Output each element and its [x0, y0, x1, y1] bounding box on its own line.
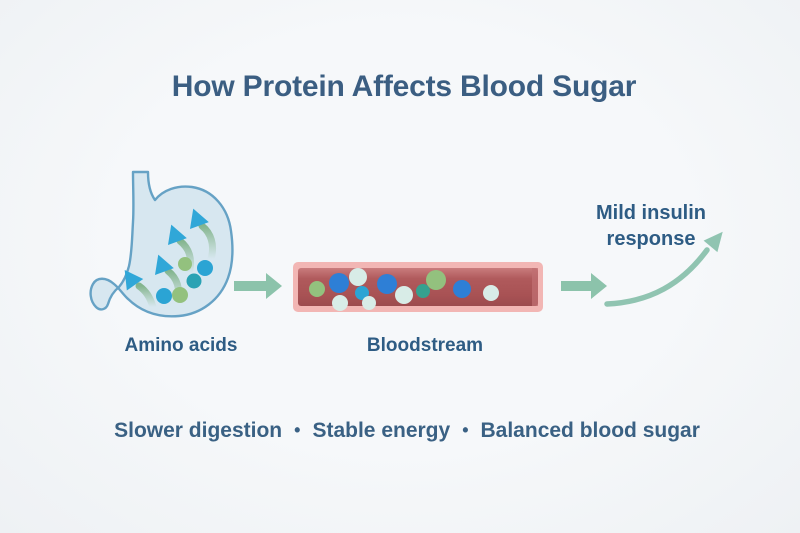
nutrient-dot: [362, 296, 376, 310]
benefit-item: Slower digestion: [114, 419, 283, 442]
nutrient-dot: [309, 281, 325, 297]
bullet-separator: •: [294, 420, 301, 440]
rising-curve-arrow-icon: [604, 231, 723, 307]
nutrient-dot: [483, 285, 499, 301]
amino-acid-dot: [178, 257, 192, 271]
benefit-item: Balanced blood sugar: [480, 419, 700, 442]
bullet-separator: •: [462, 420, 469, 440]
nutrient-dot: [349, 268, 367, 286]
label-bloodstream: Bloodstream: [366, 335, 484, 356]
nutrient-dot: [426, 270, 446, 290]
page-title: How Protein Affects Blood Sugar: [171, 70, 637, 103]
amino-acid-dot: [172, 287, 188, 303]
curve-path: [604, 247, 710, 307]
nutrient-dot: [395, 286, 413, 304]
stomach-icon: [89, 170, 234, 318]
amino-acid-dot: [156, 288, 172, 304]
blood-vessel-icon: [293, 262, 543, 312]
nutrient-dot: [332, 295, 348, 311]
amino-arrow-up-icon: [124, 269, 157, 311]
label-mild-insulin-response: Mild insulin response: [596, 202, 706, 251]
nutrient-dot: [377, 274, 397, 294]
flow-arrow-right-icon: [234, 273, 282, 299]
amino-arrow-up-icon: [167, 224, 195, 277]
nutrient-dot: [416, 284, 430, 298]
amino-arrow-up-icon: [189, 208, 217, 263]
curve-arrowhead: [703, 231, 723, 253]
label-amino-acids: Amino acids: [124, 335, 238, 356]
amino-acid-dot: [197, 260, 213, 276]
vessel-end-highlight: [532, 268, 538, 306]
flow-arrow-right-icon: [561, 273, 607, 299]
benefits-tagline: Slower digestion • Stable energy • Balanced …: [114, 419, 700, 443]
nutrient-dot: [329, 273, 349, 293]
nutrient-dot: [355, 286, 369, 300]
benefit-item: Stable energy: [312, 419, 451, 442]
amino-acid-dot: [186, 273, 202, 289]
nutrient-dot: [453, 280, 471, 298]
